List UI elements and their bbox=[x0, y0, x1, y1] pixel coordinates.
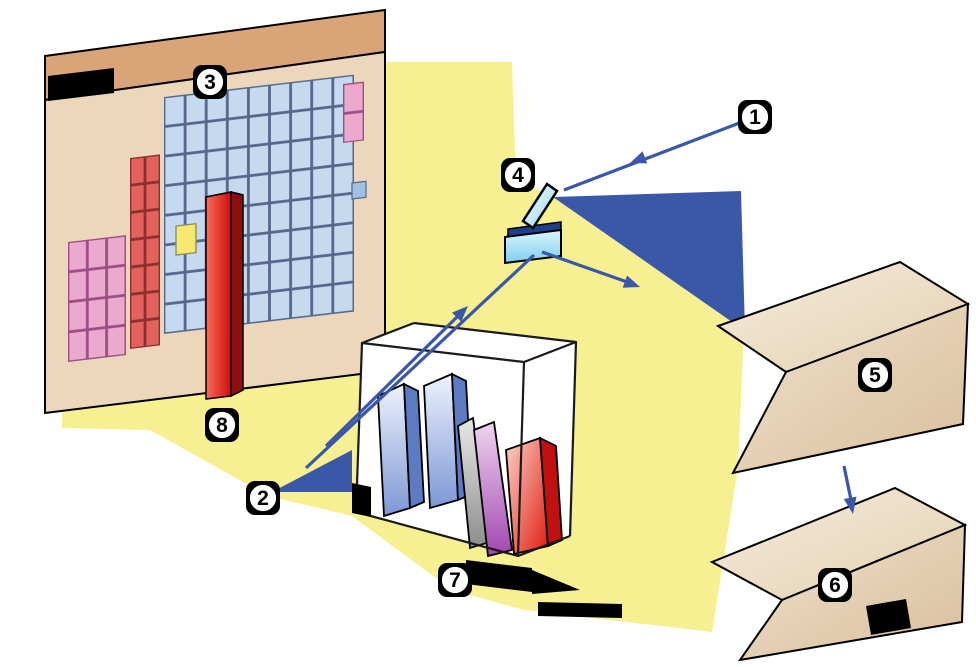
spectral-bar bbox=[205, 191, 244, 400]
slit-output-line bbox=[541, 250, 631, 285]
callout-3: 3 bbox=[193, 65, 227, 99]
incident-beam-arrowhead bbox=[630, 151, 648, 164]
box-link-line bbox=[842, 465, 853, 501]
callout-5-number: 5 bbox=[869, 364, 881, 387]
spectral-bar-side bbox=[230, 191, 244, 398]
beam-paths bbox=[304, 120, 857, 514]
callout-1: 1 bbox=[738, 100, 772, 134]
reflecting-prism bbox=[272, 450, 352, 492]
spectral-bar-front bbox=[205, 191, 232, 400]
pink-cell-block bbox=[68, 235, 126, 362]
callout-4-number: 4 bbox=[512, 164, 524, 187]
callout-7-number: 7 bbox=[449, 569, 461, 592]
mask-block-bottom bbox=[466, 560, 532, 592]
lower-box-port bbox=[866, 599, 911, 635]
prism-output-arrowhead bbox=[452, 306, 468, 322]
detector-array bbox=[164, 74, 354, 335]
callout-4: 4 bbox=[501, 158, 535, 192]
slit-output-arrowhead bbox=[622, 275, 640, 288]
board-corner-tag bbox=[48, 68, 114, 101]
callout-8-number: 8 bbox=[216, 414, 228, 437]
callout-2: 2 bbox=[246, 481, 280, 515]
callout-5: 5 bbox=[858, 358, 892, 392]
mask-wedge-bottom bbox=[532, 570, 580, 594]
highlight-cell-yellow bbox=[175, 222, 197, 256]
callout-1-number: 1 bbox=[749, 106, 761, 129]
dispersing-box-wireframe bbox=[354, 321, 578, 558]
mask-bar-left bbox=[352, 483, 371, 517]
callout-6-number: 6 bbox=[829, 574, 841, 597]
callout-6: 6 bbox=[818, 568, 852, 602]
pink-cell-pair bbox=[343, 81, 364, 144]
callout-3-number: 3 bbox=[204, 71, 216, 94]
red-cell-column bbox=[130, 154, 160, 349]
dispersed-prisms bbox=[377, 372, 563, 558]
callout-8: 8 bbox=[205, 408, 239, 442]
incident-beam-line bbox=[563, 120, 743, 192]
small-blue-cell bbox=[351, 180, 367, 200]
mirror bbox=[521, 182, 559, 230]
beam-fan bbox=[553, 191, 745, 331]
callout-7: 7 bbox=[438, 563, 472, 597]
prism-blue-1-side bbox=[403, 382, 425, 510]
box-link-arrowhead bbox=[843, 496, 857, 514]
beam-to-prism-line bbox=[304, 253, 536, 470]
prism-purple bbox=[473, 420, 514, 558]
dispersing-box bbox=[352, 321, 622, 618]
lower-box bbox=[709, 486, 968, 662]
prism-output-line bbox=[324, 314, 460, 448]
callout-2-number: 2 bbox=[257, 487, 269, 510]
mask-bar-lower bbox=[538, 602, 622, 618]
upper-box-front bbox=[731, 302, 970, 475]
upper-box bbox=[715, 260, 971, 475]
